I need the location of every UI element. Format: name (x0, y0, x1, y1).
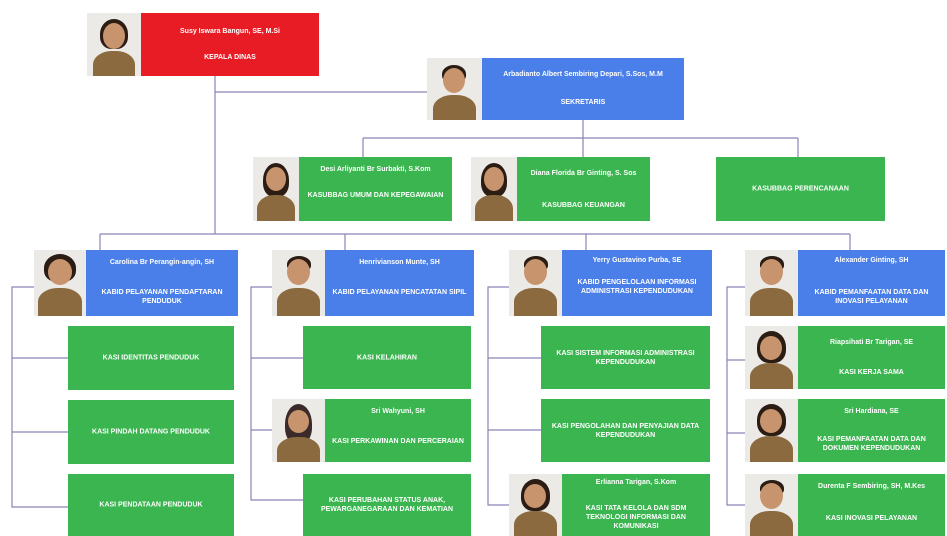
photo-seksi-2-2 (272, 399, 325, 462)
kabid-3-name: Yerry Gustavino Purba, SE (592, 257, 682, 264)
seksi-4-1-title: KASI KERJA SAMA (839, 369, 904, 376)
photo-seksi-4-3 (745, 474, 798, 536)
kabid-1-title: KABID PELAYANAN PENDAFTARAN PENDUDUK (101, 289, 223, 305)
seksi-1-2-title: KASI PINDAH DATANG PENDUDUK (92, 428, 210, 436)
kasubbag-perencanaan-title: KASUBBAG PERENCANAAN (752, 185, 849, 193)
photo-seksi-4-2 (745, 399, 798, 462)
seksi-2-2-title: KASI PERKAWINAN DAN PERCERAIAN (332, 438, 464, 445)
seksi-1-3-box: KASI PENDATAAN PENDUDUK (68, 474, 234, 536)
photo-kabid-4 (745, 250, 798, 316)
kasubbag-keuangan-name: Diana Florida Br Ginting, S. Sos (530, 170, 637, 177)
seksi-2-2-box: Sri Wahyuni, SH KASI PERKAWINAN DAN PERC… (325, 399, 471, 462)
seksi-1-3-title: KASI PENDATAAN PENDUDUK (99, 501, 203, 509)
seksi-4-2-name: Sri Hardiana, SE (844, 408, 899, 415)
kabid-3-title: KABID PENGELOLAAN INFORMASI ADMINISTRASI… (577, 279, 697, 295)
sekretaris-title: SEKRETARIS (560, 99, 606, 106)
sekretaris-box: Arbadianto Albert Sembiring Depari, S.So… (482, 58, 684, 120)
kabid-4-title: KABID PEMANFAATAN DATA DAN INOVASI PELAY… (814, 289, 929, 305)
kepala-dinas-box: Susy Iswara Bangun, SE, M.Si KEPALA DINA… (141, 13, 319, 76)
seksi-2-2-name: Sri Wahyuni, SH (371, 408, 425, 415)
photo-sekretaris (427, 58, 482, 120)
seksi-3-3-title: KASI TATA KELOLA DAN SDM TEKNOLOGI INFOR… (585, 505, 687, 530)
seksi-2-1-title: KASI KELAHIRAN (357, 354, 417, 361)
photo-kasubbag-keuangan (471, 157, 517, 221)
kabid-4-box: Alexander Ginting, SH KABID PEMANFAATAN … (798, 250, 945, 316)
kabid-4-name: Alexander Ginting, SH (834, 257, 909, 264)
photo-kabid-2 (272, 250, 325, 316)
kabid-2-box: Henrivianson Munte, SH KABID PELAYANAN P… (325, 250, 474, 316)
kabid-1-box: Carolina Br Perangin-angin, SH KABID PEL… (86, 250, 238, 316)
seksi-1-1-box: KASI IDENTITAS PENDUDUK (68, 326, 234, 390)
sekretaris-name: Arbadianto Albert Sembiring Depari, S.So… (503, 71, 663, 78)
kasubbag-keuangan-box: Diana Florida Br Ginting, S. Sos KASUBBA… (517, 157, 650, 221)
kasubbag-umum-name: Desi Arliyanti Br Surbakti, S.Kom (320, 166, 431, 173)
photo-kabid-1 (34, 250, 86, 316)
kabid-1-name: Carolina Br Perangin-angin, SH (109, 259, 215, 266)
seksi-4-2-title: KASI PEMANFAATAN DATA DAN DOKUMEN KEPEND… (817, 436, 926, 452)
kepala-dinas-name: Susy Iswara Bangun, SE, M.Si (180, 28, 280, 35)
seksi-4-3-title: KASI INOVASI PELAYANAN (825, 515, 918, 522)
seksi-4-2-box: Sri Hardiana, SE KASI PEMANFAATAN DATA D… (798, 399, 945, 462)
seksi-3-1-box: KASI SISTEM INFORMASI ADMINISTRASI KEPEN… (541, 326, 710, 389)
seksi-4-3-name: Durenta F Sembiring, SH, M.Kes (818, 483, 925, 490)
kabid-2-name: Henrivianson Munte, SH (359, 259, 440, 266)
photo-seksi-4-1 (745, 326, 798, 389)
seksi-3-2-title: KASI PENGOLAHAN DAN PENYAJIAN DATA KEPEN… (551, 422, 700, 439)
kepala-dinas-title: KEPALA DINAS (204, 54, 256, 61)
seksi-3-3-box: Erlianna Tarigan, S.Kom KASI TATA KELOLA… (562, 474, 710, 536)
seksi-1-1-title: KASI IDENTITAS PENDUDUK (102, 354, 200, 362)
seksi-4-3-box: Durenta F Sembiring, SH, M.Kes KASI INOV… (798, 474, 945, 536)
seksi-2-3-title: KASI PERUBAHAN STATUS ANAK, PEWARGANEGAR… (320, 497, 454, 513)
photo-kasubbag-umum (253, 157, 299, 221)
kasubbag-umum-box: Desi Arliyanti Br Surbakti, S.Kom KASUBB… (299, 157, 452, 221)
kabid-3-box: Yerry Gustavino Purba, SE KABID PENGELOL… (562, 250, 712, 316)
seksi-3-2-box: KASI PENGOLAHAN DAN PENYAJIAN DATA KEPEN… (541, 399, 710, 462)
photo-kabid-3 (509, 250, 562, 316)
seksi-4-1-box: Riapsihati Br Tarigan, SE KASI KERJA SAM… (798, 326, 945, 389)
seksi-4-1-name: Riapsihati Br Tarigan, SE (829, 339, 914, 346)
photo-seksi-3-3 (509, 474, 562, 536)
seksi-3-3-name: Erlianna Tarigan, S.Kom (595, 479, 677, 486)
kabid-2-title: KABID PELAYANAN PENCATATAN SIPIL (332, 289, 467, 296)
kasubbag-umum-title: KASUBBAG UMUM DAN KEPEGAWAIAN (307, 192, 444, 199)
kasubbag-perencanaan-box: KASUBBAG PERENCANAAN (716, 157, 885, 221)
kasubbag-keuangan-title: KASUBBAG KEUANGAN (542, 202, 625, 209)
seksi-3-1-title: KASI SISTEM INFORMASI ADMINISTRASI KEPEN… (556, 349, 695, 366)
seksi-1-2-box: KASI PINDAH DATANG PENDUDUK (68, 400, 234, 464)
seksi-2-1-box: KASI KELAHIRAN (303, 326, 471, 389)
seksi-2-3-box: KASI PERUBAHAN STATUS ANAK, PEWARGANEGAR… (303, 474, 471, 536)
photo-kepala-dinas (87, 13, 141, 76)
